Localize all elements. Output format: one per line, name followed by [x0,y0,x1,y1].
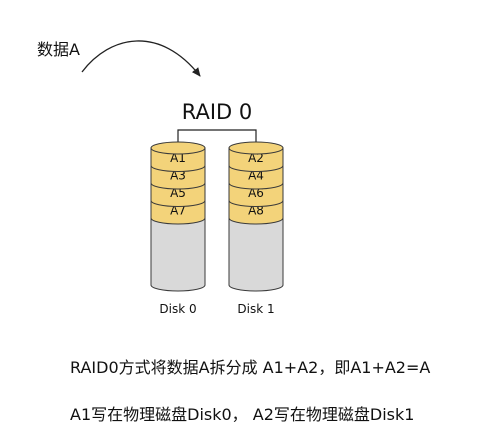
disk-1: A8 A6 A4 A2 [228,141,284,292]
disk-0-label: Disk 0 [159,302,197,316]
disk-1-label: Disk 1 [237,302,275,316]
block-label: A7 [170,204,186,218]
flow-arrow [81,40,201,77]
disk-body [150,217,206,292]
data-block [150,147,206,172]
data-block [228,182,284,207]
block-label: A3 [170,169,186,183]
caption-line-2: A1写在物理磁盘Disk0， A2写在物理磁盘Disk1 [70,405,415,424]
data-block [150,200,206,225]
data-block [228,165,284,190]
block-label: A8 [248,204,264,218]
disk-top-cap [228,141,284,155]
caption-line-1: RAID0方式将数据A拆分成 A1+A2，即A1+A2=A [70,358,431,377]
data-block [150,182,206,207]
raid-title: RAID 0 [181,100,253,124]
block-label: A4 [248,169,264,183]
data-block [228,147,284,172]
block-label: A6 [248,186,264,200]
block-label: A5 [170,186,186,200]
block-label: A2 [248,151,264,165]
data-block [228,200,284,225]
raid-bracket [177,129,257,150]
disk-0: A7 A5 A3 A1 [150,141,206,292]
data-label: 数据A [37,40,80,59]
data-block [150,165,206,190]
disk-top-cap [150,141,206,155]
block-label: A1 [170,151,186,165]
disk-body [228,217,284,292]
